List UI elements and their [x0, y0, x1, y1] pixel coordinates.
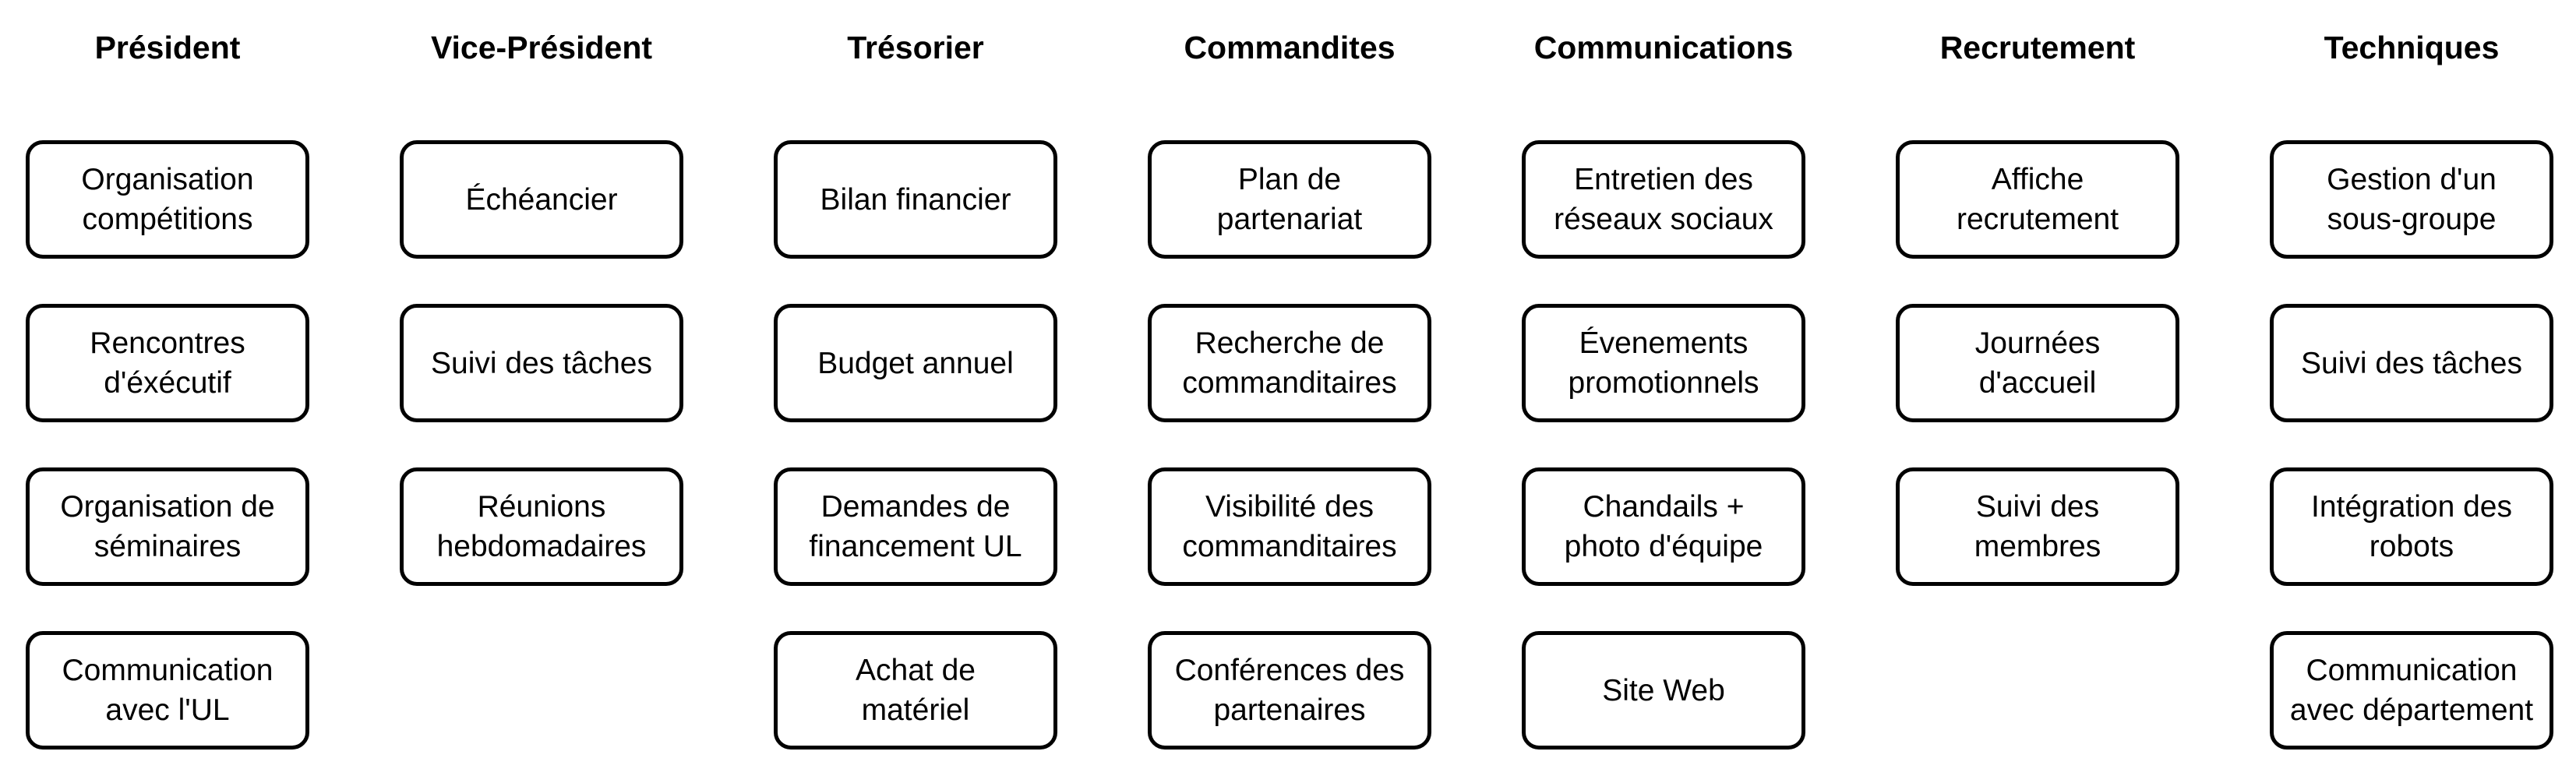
task-box: Visibilité des commanditaires — [1148, 467, 1431, 586]
task-box: Réunions hebdomadaires — [400, 467, 683, 586]
task-label: Suivi des tâches — [431, 346, 652, 380]
task-box: Achat de matériel — [774, 631, 1057, 750]
task-label: Visibilité des commanditaires — [1182, 490, 1397, 563]
task-box: Organisation compétitions — [26, 140, 309, 259]
task-box: Communication avec département — [2270, 631, 2553, 750]
task-box: Recherche de commanditaires — [1148, 304, 1431, 422]
task-box: Suivi des tâches — [2270, 304, 2553, 422]
task-label: Journées d'accueil — [1974, 326, 2101, 400]
column-title: Vice-Président — [430, 30, 653, 65]
task-box: Plan de partenariat — [1148, 140, 1431, 259]
task-box: Budget annuel — [774, 304, 1057, 422]
task-box: Bilan financier — [774, 140, 1057, 259]
task-box: Rencontres d'éxécutif — [26, 304, 309, 422]
task-box: Suivi des membres — [1896, 467, 2179, 586]
task-box: Conférences des partenaires — [1148, 631, 1431, 750]
task-box: Chandails + photo d'équipe — [1522, 467, 1805, 586]
task-box: Affiche recrutement — [1896, 140, 2179, 259]
task-label: Organisation compétitions — [81, 163, 254, 236]
task-box: Intégration des robots — [2270, 467, 2553, 586]
task-label: Intégration des robots — [2310, 490, 2512, 563]
task-box: Demandes de financement UL — [774, 467, 1057, 586]
task-label: Affiche recrutement — [1956, 163, 2119, 236]
task-box: Évenements promotionnels — [1522, 304, 1805, 422]
column-title: Président — [94, 30, 241, 65]
task-label: Plan de partenariat — [1216, 163, 1363, 236]
task-label: Réunions hebdomadaires — [436, 490, 647, 563]
column-title: Trésorier — [847, 30, 984, 65]
column-title: Techniques — [2324, 30, 2500, 65]
task-label: Chandails + photo d'équipe — [1564, 490, 1763, 563]
task-box: Organisation de séminaires — [26, 467, 309, 586]
task-label: Communication avec département — [2289, 654, 2534, 727]
task-label: Demandes de financement UL — [809, 490, 1022, 563]
task-label: Suivi des tâches — [2301, 346, 2522, 380]
task-label: Rencontres d'éxécutif — [90, 326, 245, 400]
task-label: Budget annuel — [817, 346, 1014, 380]
task-box: Gestion d'un sous-groupe — [2270, 140, 2553, 259]
task-box: Échéancier — [400, 140, 683, 259]
task-label: Communication avec l'UL — [62, 654, 273, 727]
column-title: Commandites — [1184, 30, 1396, 65]
task-box: Communication avec l'UL — [26, 631, 309, 750]
task-label: Recherche de commanditaires — [1182, 326, 1397, 400]
task-box: Site Web — [1522, 631, 1805, 750]
task-label: Bilan financier — [820, 182, 1011, 217]
task-box: Suivi des tâches — [400, 304, 683, 422]
task-label: Gestion d'un sous-groupe — [2327, 163, 2497, 236]
task-label: Achat de matériel — [856, 654, 976, 727]
task-label: Suivi des membres — [1974, 490, 2101, 563]
task-label: Échéancier — [465, 182, 618, 217]
task-label: Organisation de séminaires — [60, 490, 275, 563]
task-label: Entretien des réseaux sociaux — [1554, 163, 1773, 236]
column-title: Recrutement — [1939, 30, 2136, 65]
task-label: Site Web — [1602, 673, 1725, 707]
task-box: Entretien des réseaux sociaux — [1522, 140, 1805, 259]
task-box: Journées d'accueil — [1896, 304, 2179, 422]
column-title: Communications — [1533, 30, 1794, 65]
task-label: Évenements promotionnels — [1568, 326, 1759, 400]
task-label: Conférences des partenaires — [1174, 654, 1405, 727]
